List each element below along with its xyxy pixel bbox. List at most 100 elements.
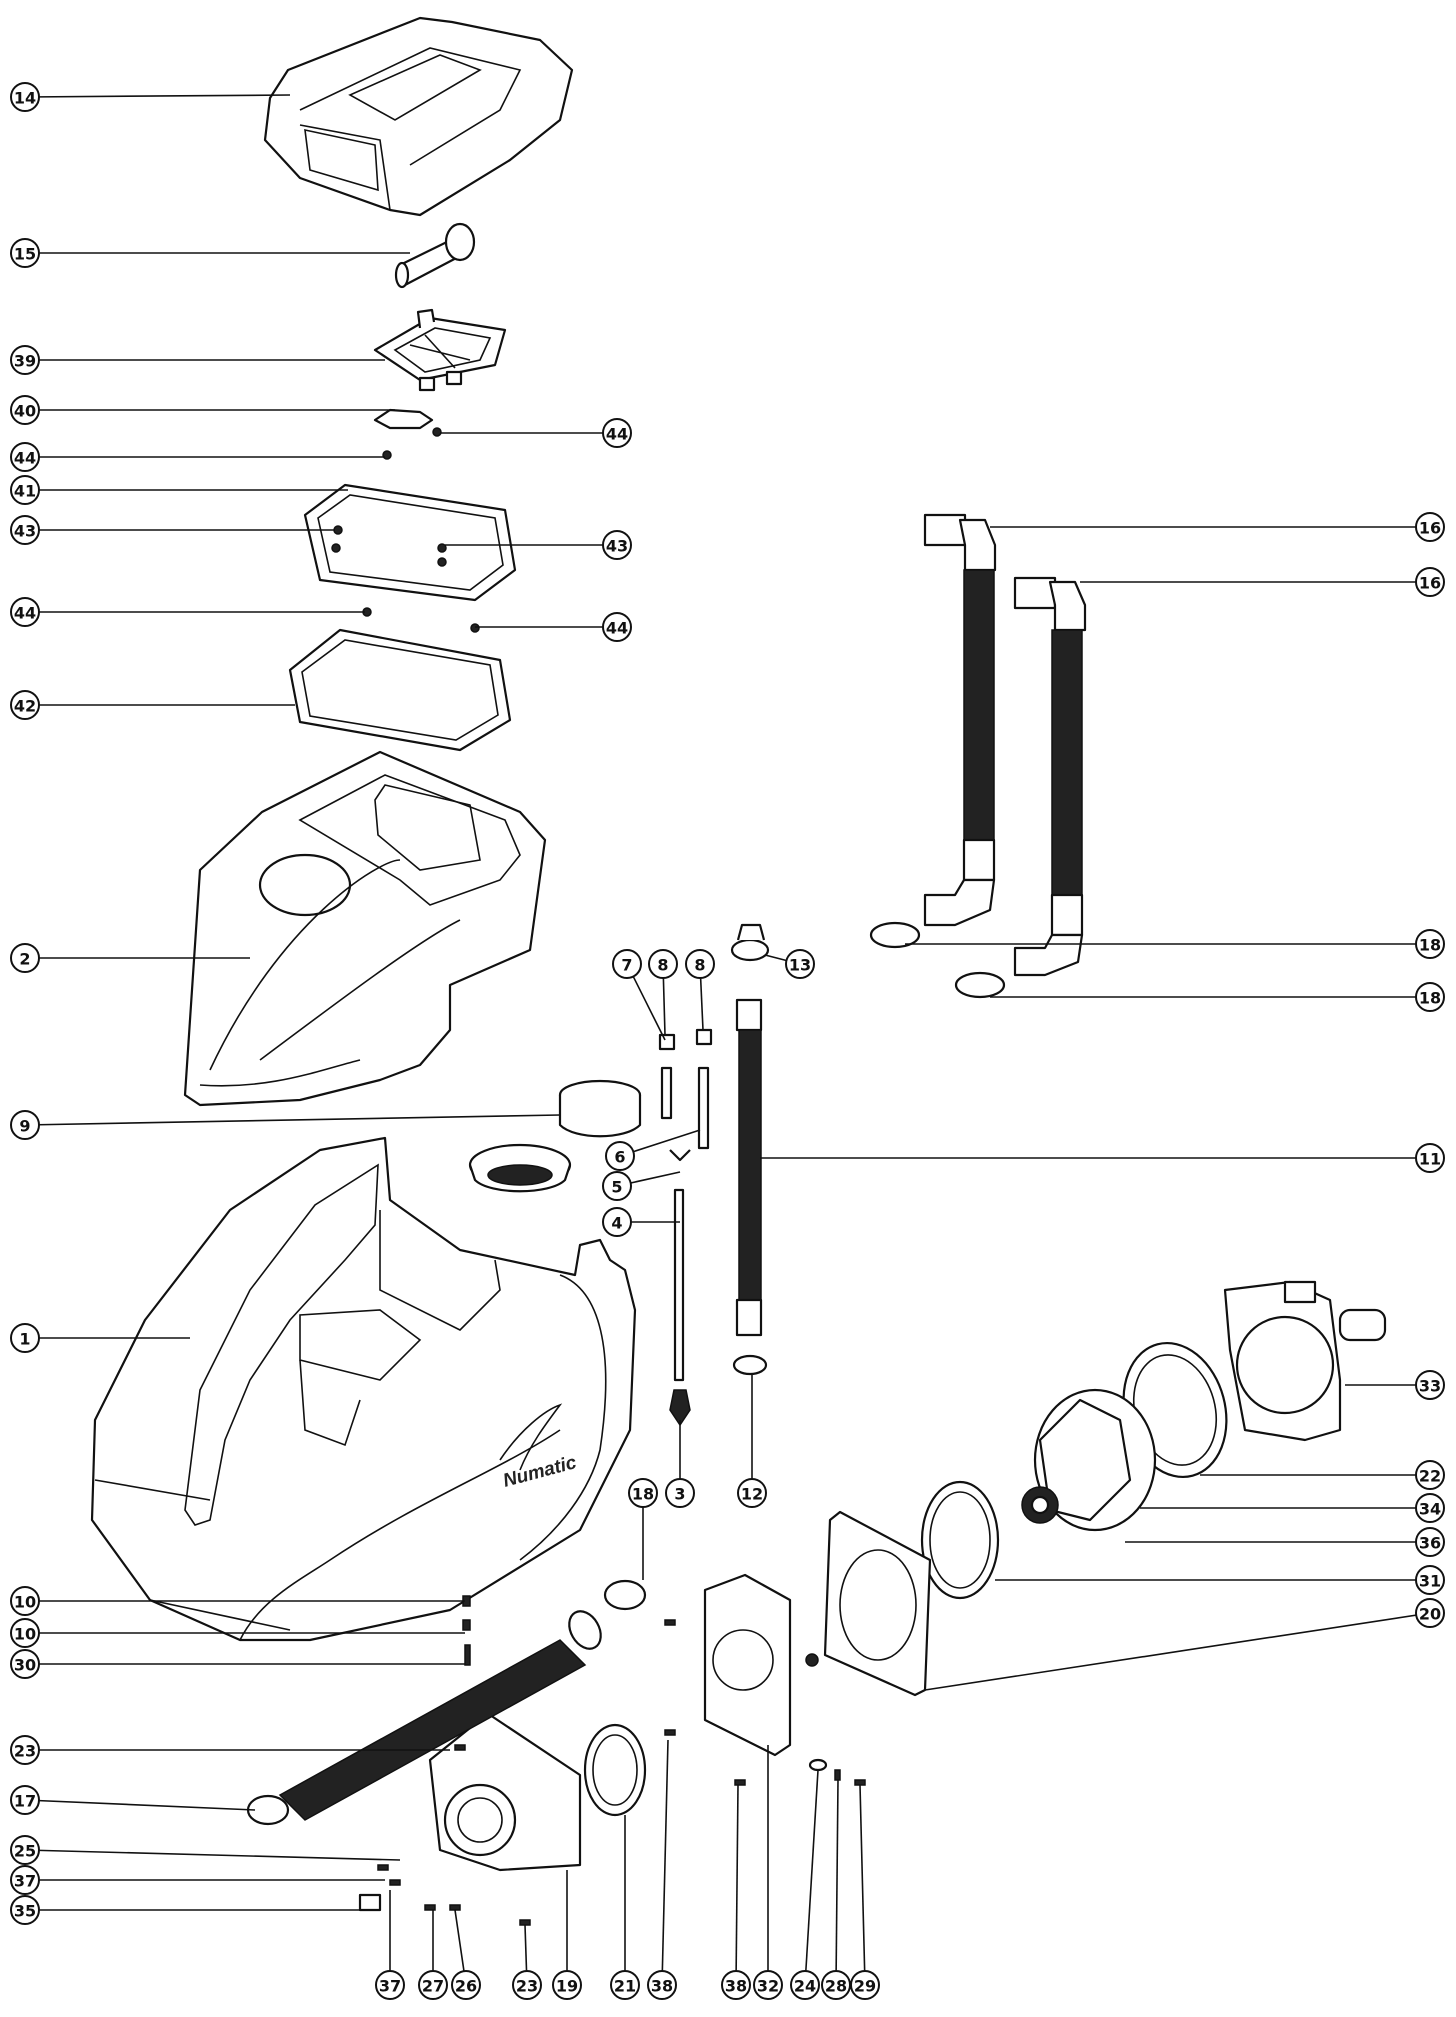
callout-circle [10,1586,40,1616]
callout-44: 44 [10,442,40,472]
callout-13: 13 [785,949,815,979]
callout-circle [10,1835,40,1865]
callout-10: 10 [10,1618,40,1648]
callout-circle [737,1478,767,1508]
callout-circle [602,530,632,560]
callout-number: 25 [14,1842,36,1861]
callout-38: 38 [721,1970,751,2000]
callout-21: 21 [610,1970,640,2000]
callout-31: 31 [1415,1565,1445,1595]
callout-circle [451,1970,481,2000]
callout-circle [10,345,40,375]
callout-number: 8 [657,956,668,975]
callout-42: 42 [10,690,40,720]
callout-35: 35 [10,1895,40,1925]
rear-housing-part [1223,1280,1387,1442]
callout-circle [850,1970,880,2000]
callout-circle [375,1970,405,2000]
callout-10: 10 [10,1586,40,1616]
callout-circle [1415,1493,1445,1523]
callout-number: 32 [757,1977,779,1996]
main-body-part: Numatic [90,1136,637,1642]
leader-line-38 [661,1739,669,1986]
callout-23: 23 [10,1735,40,1765]
callout-number: 43 [606,537,628,556]
callout-37: 37 [375,1970,405,2000]
callout-circle [1415,567,1445,597]
callout-32: 32 [753,1970,783,2000]
callout-44: 44 [602,418,632,448]
callout-circle [10,395,40,425]
filter-basket-part [468,1079,642,1193]
bracket-plate-part [703,1573,819,1757]
callout-circle [1415,1598,1445,1628]
callout-number: 40 [14,402,36,421]
callout-number: 3 [674,1485,685,1504]
callout-number: 10 [14,1625,36,1644]
leader-line-38 [735,1784,739,1986]
callout-circle [10,442,40,472]
callout-9: 9 [10,1110,40,1140]
callout-circle [721,1970,751,2000]
callout-16: 16 [1415,512,1445,542]
callout-circle [602,1207,632,1237]
callout-circle [418,1970,448,2000]
callout-14: 14 [10,82,40,112]
callout-circle [1415,512,1445,542]
callout-number: 42 [14,697,36,716]
callout-circle [1415,1143,1445,1173]
callout-number: 34 [1419,1500,1441,1519]
callout-number: 44 [14,604,36,623]
callout-27: 27 [418,1970,448,2000]
small-tubes-part [658,1028,713,1427]
callout-circle [10,1895,40,1925]
callout-number: 1 [19,1330,30,1349]
callout-circle [1415,1370,1445,1400]
callout-44: 44 [602,612,632,642]
leader-line-25 [24,1849,401,1861]
callout-circle [610,1970,640,2000]
callout-number: 33 [1419,1377,1441,1396]
callout-2: 2 [10,943,40,973]
callout-number: 43 [14,522,36,541]
callout-38: 38 [647,1970,677,2000]
callout-33: 33 [1415,1370,1445,1400]
callout-number: 44 [606,619,628,638]
callout-circle [10,1649,40,1679]
callout-8: 8 [648,949,678,979]
callout-36: 36 [1415,1527,1445,1557]
callout-number: 31 [1419,1572,1441,1591]
callout-number: 36 [1419,1534,1441,1553]
callout-41: 41 [10,475,40,505]
callout-number: 38 [725,1977,747,1996]
leader-line-14 [24,94,291,98]
leader-line-20 [924,1612,1431,1691]
gasket-plate-part [823,1510,932,1697]
leader-line-28 [835,1779,839,1986]
callout-19: 19 [552,1970,582,2000]
callout-number: 20 [1419,1605,1441,1624]
callout-number: 10 [14,1593,36,1612]
callout-37: 37 [10,1865,40,1895]
callout-circle [1415,1460,1445,1490]
callout-number: 38 [651,1977,673,1996]
motor-ring-part [920,1480,1000,1600]
callout-number: 2 [19,950,30,969]
callout-1: 1 [10,1323,40,1353]
callout-circle [785,949,815,979]
callout-circle [552,1970,582,2000]
callout-number: 39 [14,352,36,371]
fan-housing-part [428,1713,582,1872]
hose-clamps-part [603,921,1006,1611]
callout-circle [10,238,40,268]
callout-number: 16 [1419,519,1441,538]
callout-number: 4 [611,1214,622,1233]
callout-30: 30 [10,1649,40,1679]
callout-4: 4 [602,1207,632,1237]
callout-number: 13 [789,956,811,975]
bent-hoses-part [923,513,1087,977]
callout-circle [602,612,632,642]
callout-circle [10,1110,40,1140]
seal-ring-lower-part [583,1723,647,1817]
callout-20: 20 [1415,1598,1445,1628]
